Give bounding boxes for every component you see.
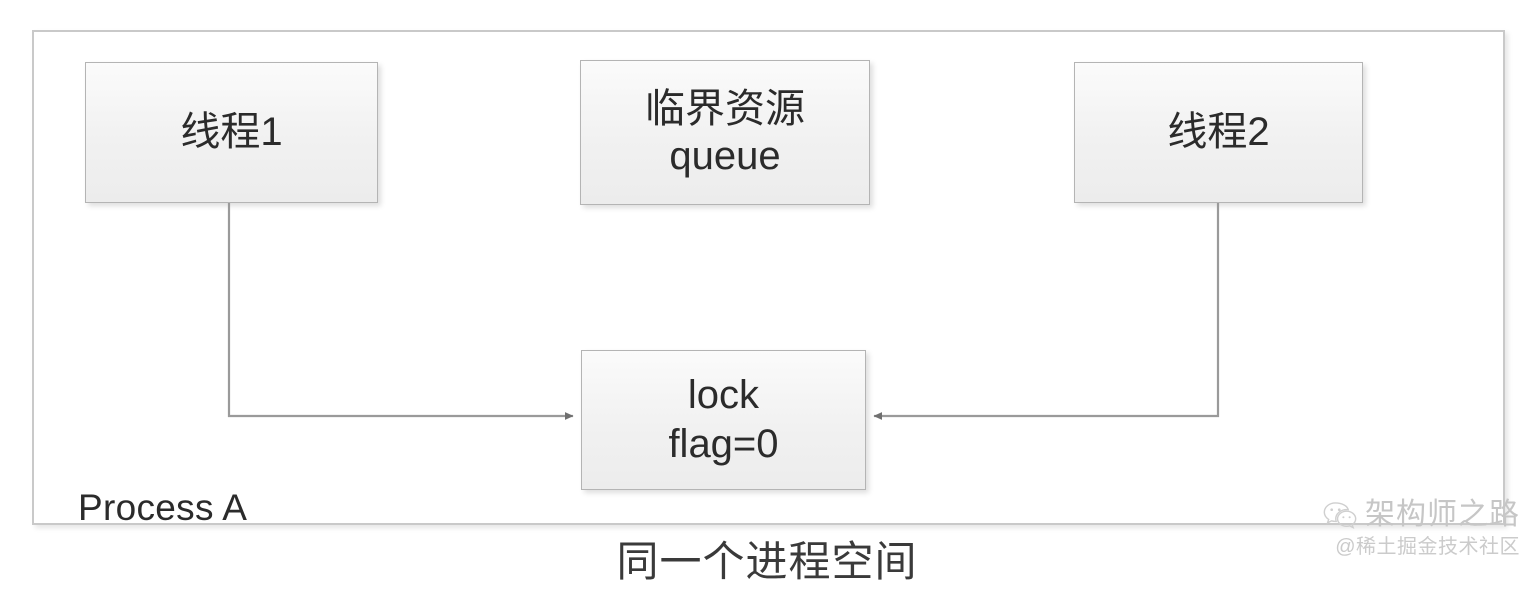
node-queue-label-line1: 临界资源 — [645, 86, 805, 131]
node-lock[interactable]: lock flag=0 — [581, 350, 866, 490]
wechat-icon — [1323, 500, 1357, 530]
node-queue-label-line2: queue — [669, 133, 781, 178]
node-thread2[interactable]: 线程2 — [1074, 62, 1363, 203]
watermark: 架构师之路 @稀土掘金技术社区 — [1220, 500, 1520, 557]
node-thread1[interactable]: 线程1 — [85, 62, 378, 203]
process-a-label: Process A — [78, 487, 248, 528]
node-lock-label-line2: flag=0 — [668, 422, 779, 466]
node-thread2-label: 线程2 — [1167, 110, 1270, 155]
node-lock-label-line1: lock — [687, 373, 760, 418]
watermark-title-row: 架构师之路 — [1220, 500, 1520, 530]
node-critical-resource-queue[interactable]: 临界资源 queue — [580, 60, 870, 205]
watermark-subtitle: @稀土掘金技术社区 — [1335, 536, 1520, 558]
diagram-caption: 同一个进程空间 — [616, 538, 918, 585]
watermark-title: 架构师之路 — [1365, 498, 1520, 531]
node-thread1-label: 线程1 — [180, 110, 283, 155]
